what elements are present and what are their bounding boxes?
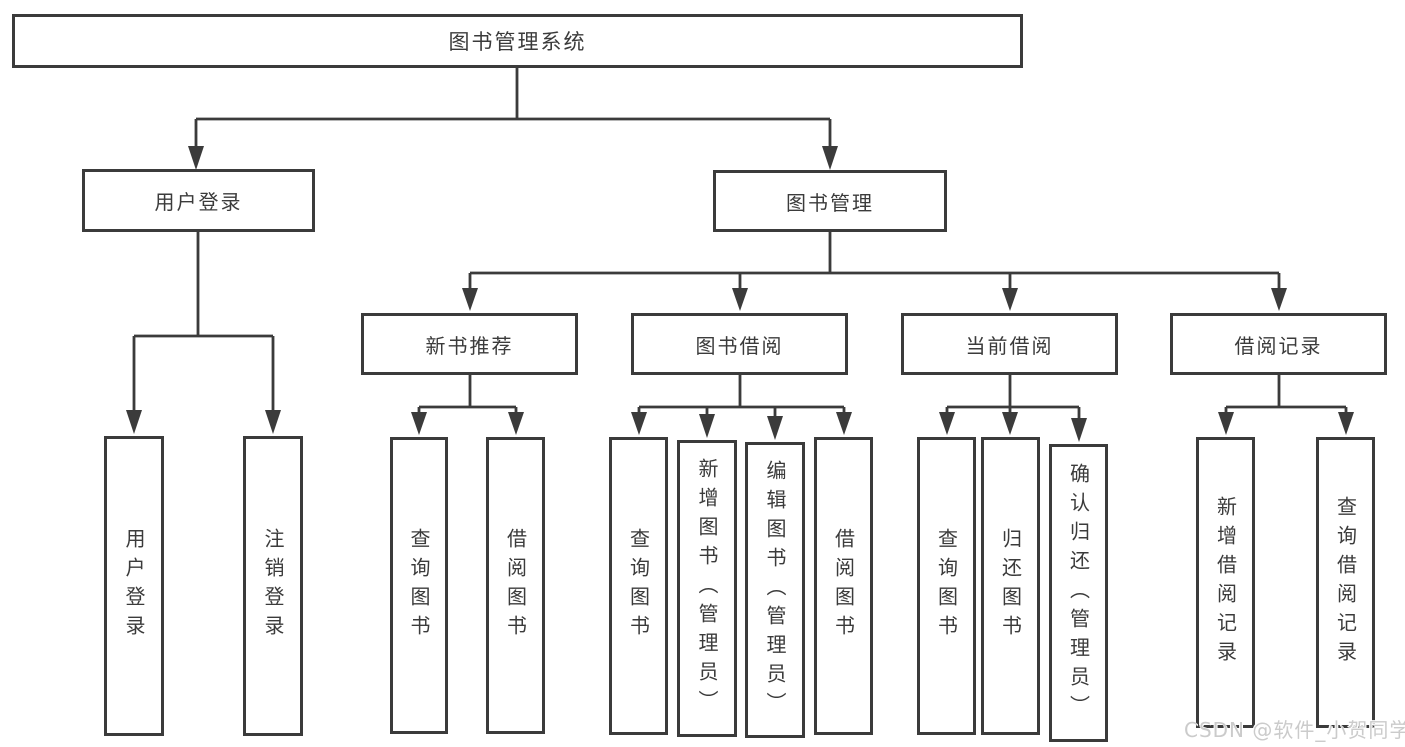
leaf-add-books-admin: 新增图书（管理员）: [677, 440, 737, 737]
node-book-management: 图书管理: [713, 170, 947, 232]
node-borrow-records: 借阅记录: [1170, 313, 1387, 375]
node-user-login: 用户登录: [82, 169, 315, 232]
leaf-borrow-books: 借阅图书: [814, 437, 873, 735]
leaf-query-books-current: 查询图书: [917, 437, 976, 735]
leaf-query-books-recommend: 查询图书: [390, 437, 448, 734]
leaf-query-books-borrowing: 查询图书: [609, 437, 668, 735]
node-new-book-recommend: 新书推荐: [361, 313, 578, 375]
node-book-borrowing: 图书借阅: [631, 313, 848, 375]
node-current-borrowing: 当前借阅: [901, 313, 1118, 375]
watermark: CSDN @软件_小贺同学: [1184, 718, 1405, 742]
leaf-return-books: 归还图书: [981, 437, 1040, 735]
leaf-logout: 注销登录: [243, 436, 303, 736]
node-library-management-system: 图书管理系统: [12, 14, 1023, 68]
leaf-confirm-return-admin: 确认归还（管理员）: [1049, 444, 1108, 742]
leaf-user-login: 用户登录: [104, 436, 164, 736]
leaf-edit-books-admin: 编辑图书（管理员）: [745, 442, 805, 738]
leaf-query-borrow-record: 查询借阅记录: [1316, 437, 1375, 728]
leaf-borrow-books-recommend: 借阅图书: [486, 437, 545, 734]
leaf-add-borrow-record: 新增借阅记录: [1196, 437, 1255, 728]
